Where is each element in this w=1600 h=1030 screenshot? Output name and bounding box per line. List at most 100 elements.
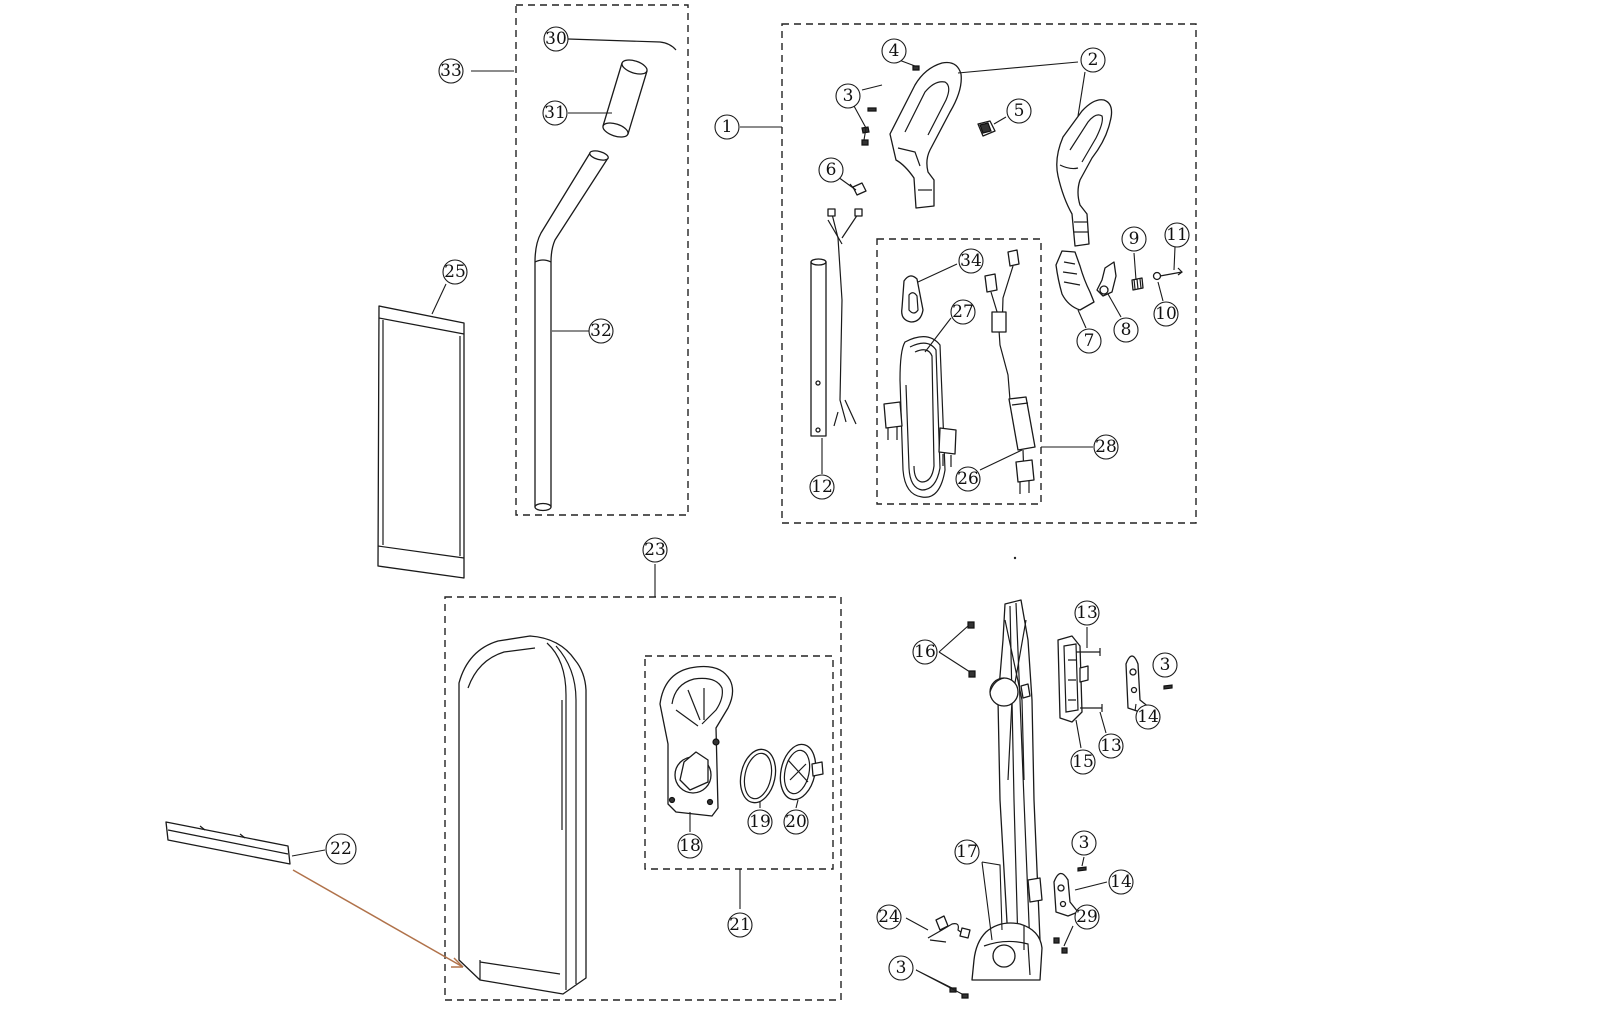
callout-32: 32	[588, 318, 614, 344]
leader-lines	[291, 59, 1176, 995]
callout-12: 12	[809, 474, 835, 500]
part-4-screw	[912, 65, 920, 71]
svg-text:3: 3	[1160, 655, 1171, 675]
part-3-screws-handle	[861, 107, 877, 146]
part-6-connector	[849, 182, 867, 196]
svg-text:13: 13	[1100, 736, 1122, 756]
part-2-handle-shell-front	[889, 61, 962, 209]
callout-29: 29	[1074, 904, 1100, 930]
callout-31: 31	[542, 100, 568, 126]
svg-text:33: 33	[440, 61, 462, 81]
svg-text:18: 18	[679, 836, 701, 856]
part-31-grip	[602, 59, 648, 138]
svg-text:6: 6	[826, 160, 837, 180]
svg-text:7: 7	[1084, 331, 1095, 351]
part-18-motor-housing	[659, 665, 734, 817]
callout-23: 23	[642, 537, 668, 563]
callout-7: 7	[1076, 328, 1102, 354]
group-box-23-body	[444, 596, 842, 1001]
svg-text:2: 2	[1088, 50, 1099, 70]
svg-text:21: 21	[729, 915, 751, 935]
svg-text:13: 13	[1076, 603, 1098, 623]
group-box-33-handle	[515, 4, 689, 516]
callout-19: 19	[747, 809, 773, 835]
part-2-handle-shell-rear	[1056, 99, 1113, 247]
callout-27: 27	[950, 299, 976, 325]
group-box-21-motor	[644, 655, 834, 870]
group-box-1-handle-assembly	[781, 23, 1197, 524]
part-16-nuts	[967, 621, 976, 678]
svg-text:29: 29	[1076, 907, 1098, 927]
svg-text:4: 4	[889, 41, 900, 61]
svg-text:1: 1	[722, 117, 733, 137]
callout-4: 4	[881, 38, 907, 64]
callout-26: 26	[955, 466, 981, 492]
callout-14-upper: 14	[1135, 704, 1161, 730]
callout-22: 22	[325, 833, 357, 865]
callout-17: 17	[954, 839, 980, 865]
svg-text:10: 10	[1155, 304, 1177, 324]
callout-24: 24	[876, 904, 902, 930]
part-15-cord-bracket	[1057, 635, 1089, 723]
part-3-screws-bottom	[949, 987, 969, 999]
callout-3-mid-right: 3	[1071, 830, 1097, 856]
svg-text:31: 31	[544, 103, 566, 123]
callout-13-upper: 13	[1074, 600, 1100, 626]
part-8-latch	[1096, 261, 1117, 297]
svg-text:20: 20	[785, 812, 807, 832]
callout-5: 5	[1006, 98, 1032, 124]
svg-text:30: 30	[545, 29, 567, 49]
svg-text:28: 28	[1095, 437, 1117, 457]
callout-30: 30	[543, 26, 569, 52]
part-13-screw-lower	[1080, 704, 1103, 712]
part-22-bar	[165, 821, 291, 865]
callout-6: 6	[818, 157, 844, 183]
callout-28: 28	[1093, 434, 1119, 460]
stray-dot	[1013, 556, 1017, 560]
callout-3-bottom: 3	[888, 955, 914, 981]
callout-8: 8	[1113, 317, 1139, 343]
insertion-arrow	[292, 869, 464, 968]
svg-text:24: 24	[878, 907, 900, 927]
part-25-panel	[377, 305, 465, 579]
svg-text:16: 16	[914, 642, 936, 662]
svg-text:9: 9	[1129, 229, 1140, 249]
part-30-wire	[567, 38, 677, 51]
part-19-gasket-ring	[739, 748, 777, 804]
callout-3-handle: 3	[835, 83, 861, 109]
svg-text:5: 5	[1014, 101, 1025, 121]
part-5-switch	[977, 120, 996, 137]
group-box-28-cord	[876, 238, 1042, 505]
part-23-body-housing	[458, 635, 587, 995]
callout-9: 9	[1121, 226, 1147, 252]
svg-text:27: 27	[952, 302, 974, 322]
svg-text:19: 19	[749, 812, 771, 832]
callout-14-lower: 14	[1108, 869, 1134, 895]
callout-13-lower: 13	[1098, 733, 1124, 759]
svg-text:3: 3	[1079, 833, 1090, 853]
svg-text:8: 8	[1121, 320, 1132, 340]
part-32-handle-tube	[534, 150, 609, 512]
part-9-spring	[1131, 277, 1144, 291]
callout-16: 16	[912, 639, 938, 665]
svg-text:14: 14	[1110, 872, 1132, 892]
part-3-screw-mid-right	[1077, 866, 1087, 872]
part-7-trigger	[1055, 250, 1095, 311]
part-17-upright-frame	[971, 599, 1043, 981]
part-29-screws	[1053, 937, 1068, 954]
svg-text:3: 3	[896, 958, 907, 978]
callout-34: 34	[958, 248, 984, 274]
part-24-clip	[927, 915, 971, 943]
part-13-screw-upper	[1076, 648, 1101, 656]
callout-2: 2	[1080, 47, 1106, 73]
callout-18: 18	[677, 833, 703, 859]
callout-11: 11	[1164, 222, 1190, 248]
part-12-inner-tube	[810, 208, 863, 437]
callout-10: 10	[1153, 301, 1179, 327]
part-11-screw	[1159, 267, 1183, 277]
part-14-hook-upper	[1125, 655, 1151, 713]
callout-1: 1	[714, 114, 740, 140]
svg-text:22: 22	[330, 839, 352, 859]
callout-25: 25	[442, 259, 468, 285]
part-26-cord-assembly	[984, 249, 1036, 494]
